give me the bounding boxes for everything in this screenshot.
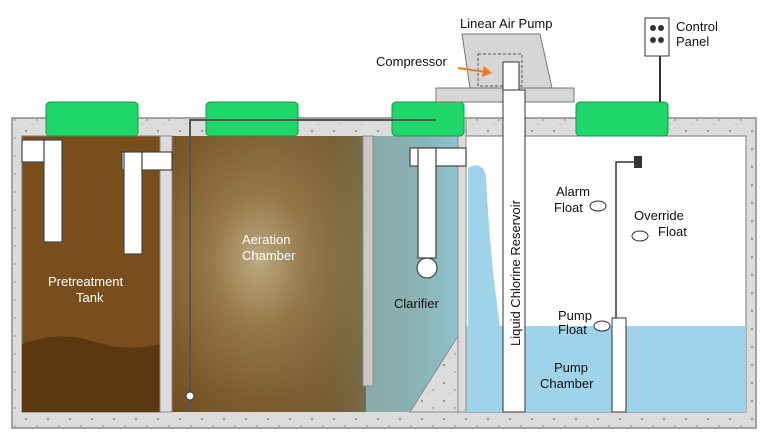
label-clarifier: Clarifier (394, 296, 439, 311)
diffuser (185, 391, 195, 401)
label-linear-air-pump: Linear Air Pump (460, 16, 553, 31)
pipes (21, 139, 467, 279)
overflow-stream (468, 165, 500, 326)
label-compressor: Compressor (376, 54, 447, 69)
label-override-2: Float (658, 224, 687, 239)
label-pump-chamber-2: Chamber (540, 376, 594, 391)
label-pump-chamber-1: Pump (554, 360, 588, 375)
label-chlorine-reservoir: Liquid Chlorine Reservoir (508, 199, 523, 346)
label-pump-float-2: Float (558, 322, 587, 337)
air-line (189, 119, 436, 412)
label-pump-float-1: Pump (558, 308, 592, 323)
chlorine-reservoir (502, 89, 526, 413)
control-panel (644, 17, 670, 102)
label-pretreatment-2: Tank (76, 290, 104, 305)
lids (45, 101, 669, 137)
label-aeration-1: Aeration (242, 232, 290, 247)
label-pretreatment-1: Pretreatment (48, 274, 124, 289)
aeration-to-clarifier-blend (172, 136, 458, 412)
pump-assembly (589, 156, 649, 413)
label-control-panel-2: Panel (676, 34, 709, 49)
label-alarm-2: Float (554, 200, 583, 215)
compressor-arrow (457, 66, 492, 77)
label-control-panel-1: Control (676, 19, 718, 34)
label-override-1: Override (634, 208, 684, 223)
label-aeration-2: Chamber (242, 248, 296, 263)
baffle (362, 135, 374, 387)
wall-1 (159, 135, 173, 413)
label-alarm-1: Alarm (556, 184, 590, 199)
